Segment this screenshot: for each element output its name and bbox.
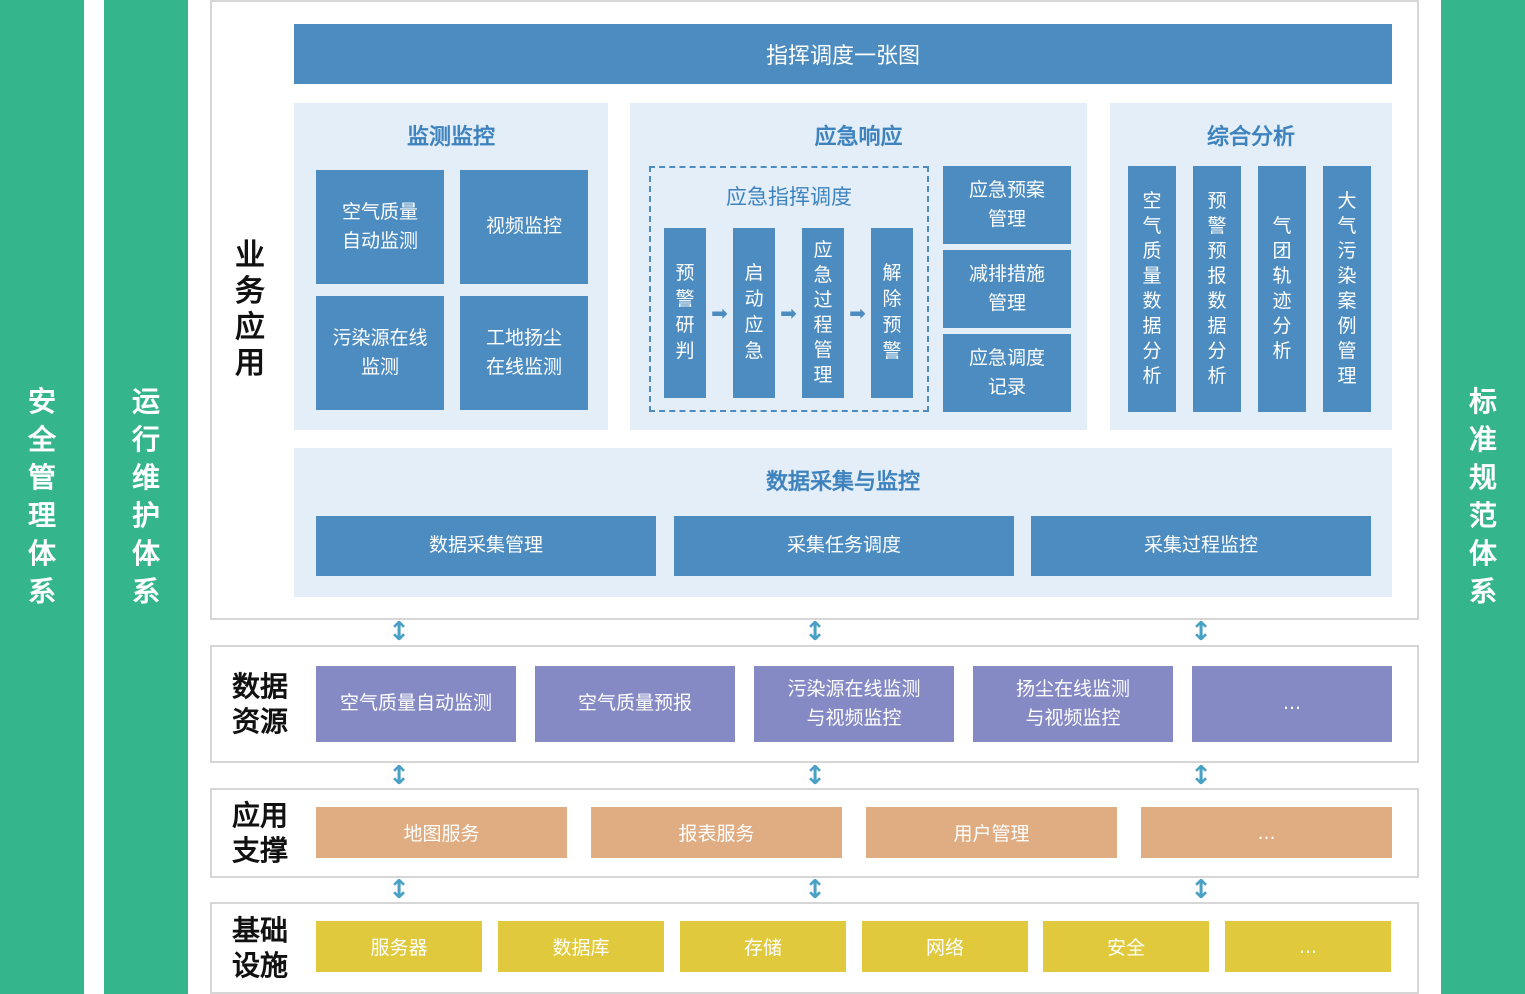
command-dispatch-group xyxy=(649,166,929,412)
step-early-warning[interactable]: 预警研判 xyxy=(664,228,706,398)
flow-arrow-icon: ➡ xyxy=(849,301,866,325)
bidirectional-arrow-icon: ↕ xyxy=(1190,761,1212,791)
analysis-air-quality-data[interactable]: 空气质量数据分析 xyxy=(1128,166,1176,412)
bidirectional-arrow-icon: ↕ xyxy=(1190,617,1212,647)
support-map-service[interactable]: 地图服务 xyxy=(316,807,567,858)
data-layer-title: 数据资源 xyxy=(231,670,288,738)
infra-network[interactable]: 网络 xyxy=(862,921,1028,972)
bidirectional-arrow-icon: ↕ xyxy=(388,617,410,647)
module-emergency-plan[interactable]: 应急预案管理 xyxy=(943,166,1071,244)
module-video-monitoring[interactable]: 视频监控 xyxy=(460,170,588,284)
module-emission-reduction[interactable]: 减排措施管理 xyxy=(943,250,1071,328)
support-report-service[interactable]: 报表服务 xyxy=(591,807,842,858)
bidirectional-arrow-icon: ↕ xyxy=(804,617,826,647)
module-process-monitoring[interactable]: 采集过程监控 xyxy=(1031,516,1371,576)
analysis-title: 综合分析 xyxy=(1206,125,1295,150)
support-layer-title: 应用支撑 xyxy=(231,799,288,867)
monitoring-title: 监测监控 xyxy=(406,125,495,150)
pillar-standards: 标准规范体系 xyxy=(1441,0,1525,994)
support-more[interactable]: ... xyxy=(1141,807,1392,858)
infra-database[interactable]: 数据库 xyxy=(498,921,664,972)
flow-arrow-icon: ➡ xyxy=(780,301,797,325)
data-dust-video[interactable]: 扬尘在线监测与视频监控 xyxy=(973,666,1173,742)
data-pollution-source-video[interactable]: 污染源在线监测与视频监控 xyxy=(754,666,954,742)
bidirectional-arrow-icon: ↕ xyxy=(804,875,826,905)
module-air-quality-monitoring[interactable]: 空气质量自动监测 xyxy=(316,170,444,284)
command-dispatch-title: 应急指挥调度 xyxy=(726,185,852,209)
command-dispatch-map-bar[interactable]: 指挥调度一张图 xyxy=(294,24,1392,84)
bidirectional-arrow-icon: ↕ xyxy=(804,761,826,791)
infra-storage[interactable]: 存储 xyxy=(680,921,846,972)
flow-arrow-icon: ➡ xyxy=(711,301,728,325)
infra-security[interactable]: 安全 xyxy=(1043,921,1209,972)
module-pollution-source-monitoring[interactable]: 污染源在线监测 xyxy=(316,296,444,410)
infra-layer-title: 基础设施 xyxy=(231,914,288,982)
pillar-security-management: 安全管理体系 xyxy=(0,0,84,994)
step-cancel-warning[interactable]: 解除预警 xyxy=(871,228,913,398)
data-air-quality-forecast[interactable]: 空气质量预报 xyxy=(535,666,735,742)
support-user-management[interactable]: 用户管理 xyxy=(866,807,1117,858)
infra-more[interactable]: ... xyxy=(1225,921,1391,972)
bidirectional-arrow-icon: ↕ xyxy=(388,875,410,905)
analysis-air-mass-trajectory[interactable]: 气团轨迹分析 xyxy=(1258,166,1306,412)
bidirectional-arrow-icon: ↕ xyxy=(388,761,410,791)
analysis-pollution-case[interactable]: 大气污染案例管理 xyxy=(1323,166,1371,412)
analysis-forecast-data[interactable]: 预警预报数据分析 xyxy=(1193,166,1241,412)
emergency-title: 应急响应 xyxy=(814,125,903,150)
data-air-quality-monitoring[interactable]: 空气质量自动监测 xyxy=(316,666,516,742)
business-layer-title: 业务应用 xyxy=(235,238,265,381)
data-more[interactable]: ... xyxy=(1192,666,1392,742)
module-collection-management[interactable]: 数据采集管理 xyxy=(316,516,656,576)
step-start-emergency[interactable]: 启动应急 xyxy=(733,228,775,398)
module-construction-dust-monitoring[interactable]: 工地扬尘在线监测 xyxy=(460,296,588,410)
module-task-scheduling[interactable]: 采集任务调度 xyxy=(674,516,1014,576)
pillar-operation-maintenance: 运行维护体系 xyxy=(104,0,188,994)
step-process-management[interactable]: 应急过程管理 xyxy=(802,228,844,398)
infra-server[interactable]: 服务器 xyxy=(316,921,482,972)
collection-title: 数据采集与监控 xyxy=(765,470,920,495)
module-dispatch-record[interactable]: 应急调度记录 xyxy=(943,334,1071,412)
bidirectional-arrow-icon: ↕ xyxy=(1190,875,1212,905)
